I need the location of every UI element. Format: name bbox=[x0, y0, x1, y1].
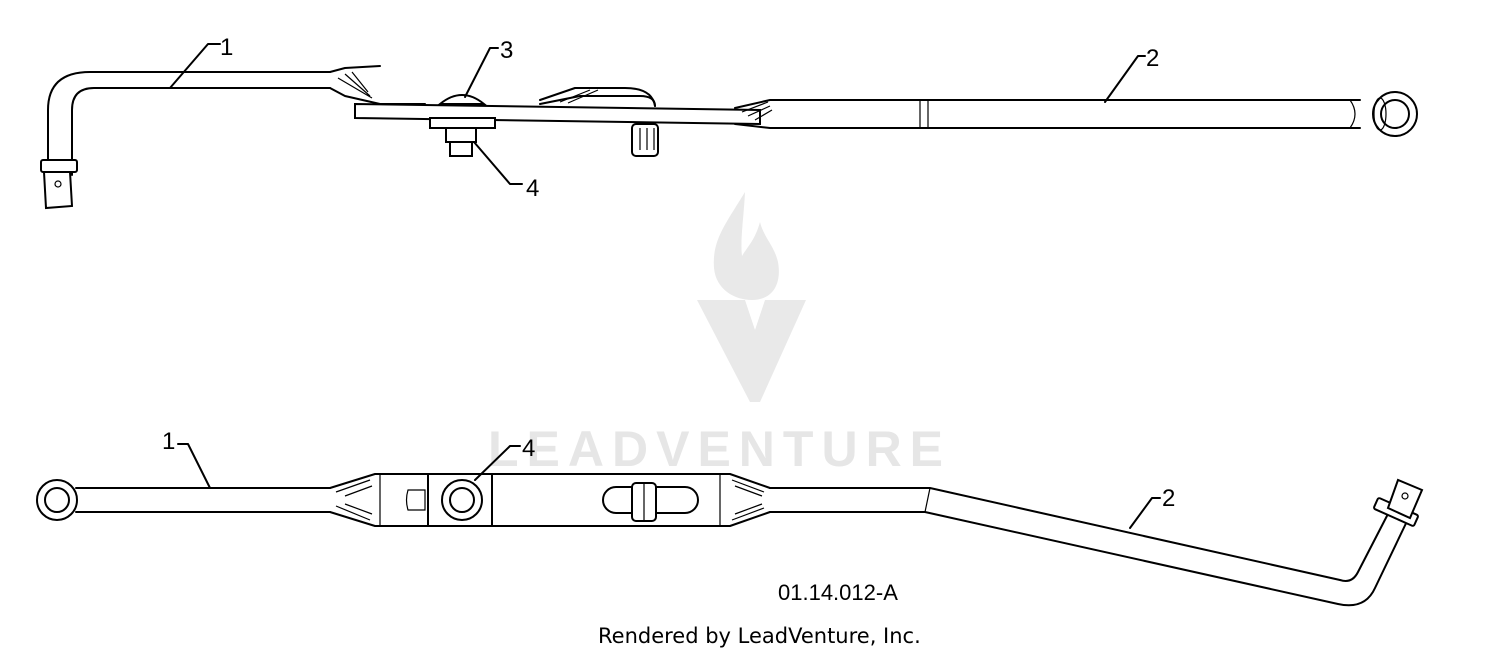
top-callout-3: 3 bbox=[500, 37, 513, 64]
credit-text: Rendered by LeadVenture, Inc. bbox=[598, 624, 921, 648]
bottom-center-clamp bbox=[329, 473, 771, 527]
bottom-callout-2: 2 bbox=[1162, 485, 1175, 512]
top-callout-4: 4 bbox=[526, 175, 539, 202]
top-callout-1: 1 bbox=[220, 34, 233, 61]
bottom-rod-1 bbox=[36, 479, 331, 521]
top-assembly bbox=[40, 43, 1418, 210]
bottom-rod-2 bbox=[769, 478, 1424, 607]
watermark-text: LEADVENTURE bbox=[488, 421, 951, 477]
top-center-plate bbox=[354, 94, 761, 157]
top-rod-1 bbox=[40, 71, 331, 210]
bottom-assembly bbox=[36, 443, 1424, 607]
drawing-code: 01.14.012-A bbox=[778, 580, 898, 605]
top-callout-2: 2 bbox=[1146, 45, 1159, 72]
bottom-callout-1: 1 bbox=[162, 428, 175, 455]
bottom-callout-4: 4 bbox=[522, 435, 535, 462]
top-rod-2 bbox=[734, 91, 1418, 137]
watermark-logo bbox=[697, 192, 806, 402]
top-flat-section-1 bbox=[329, 65, 656, 107]
